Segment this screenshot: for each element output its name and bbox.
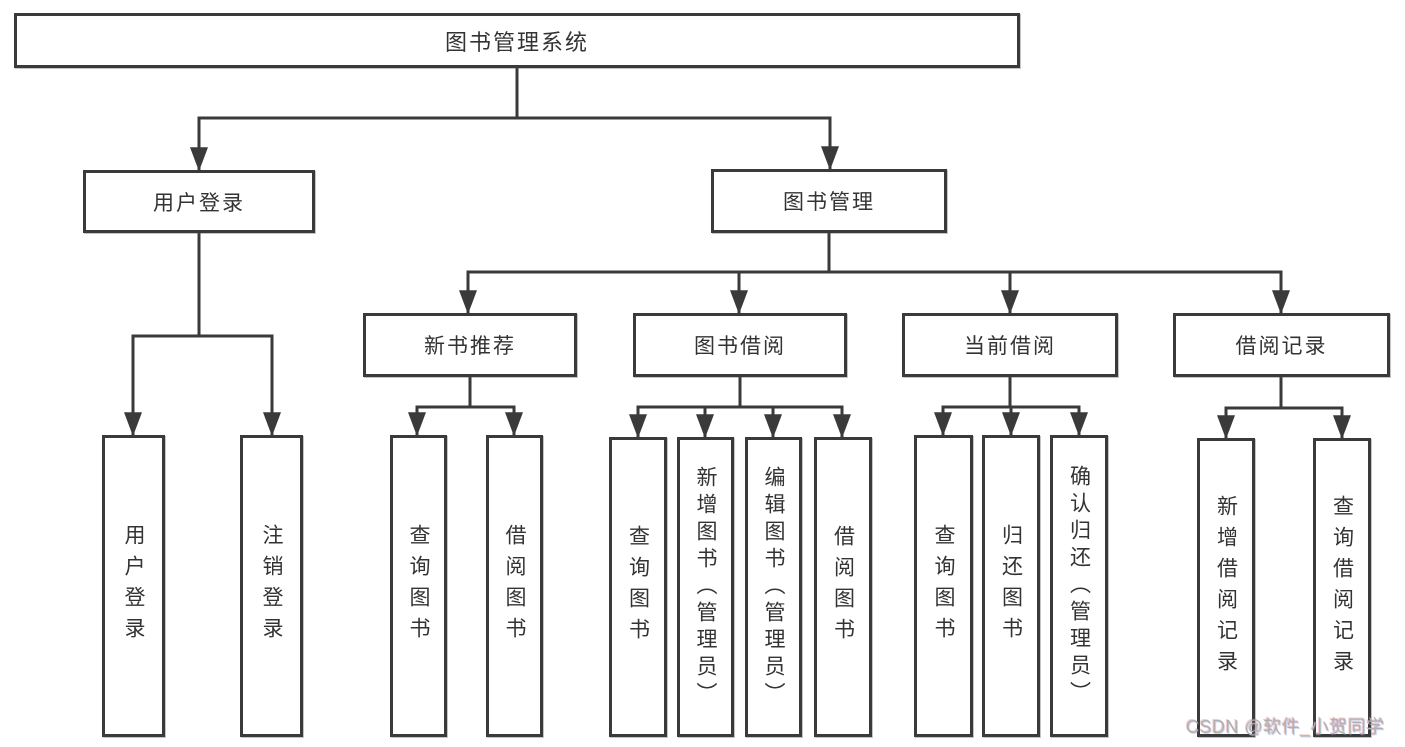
node-newbook-query-books-label: 查询图书 (407, 524, 430, 648)
node-user-login: 用户登录 (83, 170, 315, 233)
node-records-add-record-label: 新增借阅记录 (1214, 494, 1238, 681)
node-book-management-label: 图书管理 (783, 191, 875, 214)
node-user-login-label: 用户登录 (153, 191, 245, 215)
node-current-query-books-label: 查询图书 (932, 524, 955, 648)
node-logout-label: 注销登录 (260, 524, 283, 648)
node-newbook-borrow-books-label: 借阅图书 (503, 524, 526, 648)
node-book-borrow-label: 图书借阅 (694, 335, 786, 358)
node-new-book-recommend: 新书推荐 (363, 313, 577, 377)
node-borrow-add-books-admin: 新增图书（管理员） (677, 437, 734, 737)
node-current-return-books: 归还图书 (982, 435, 1040, 737)
node-current-confirm-return-admin: 确认归还（管理员） (1050, 435, 1108, 737)
node-borrow-edit-books-admin-label: 编辑图书（管理员） (762, 465, 785, 709)
node-current-confirm-return-admin-label: 确认归还（管理员） (1067, 464, 1091, 708)
node-user-login-leaf-label: 用户登录 (122, 524, 145, 648)
node-current-query-books: 查询图书 (914, 435, 973, 737)
node-records-query-record-label: 查询借阅记录 (1330, 494, 1354, 681)
node-user-login-leaf: 用户登录 (102, 435, 165, 737)
node-current-borrow: 当前借阅 (902, 313, 1118, 377)
node-logout: 注销登录 (240, 435, 303, 737)
node-book-management: 图书管理 (711, 169, 947, 233)
node-system: 图书管理系统 (14, 13, 1020, 68)
node-borrow-borrow-books-label: 借阅图书 (831, 525, 855, 649)
node-borrow-query-books-label: 查询图书 (626, 525, 650, 649)
node-borrow-records: 借阅记录 (1173, 313, 1390, 377)
node-current-borrow-label: 当前借阅 (964, 335, 1056, 358)
node-current-return-books-label: 归还图书 (999, 524, 1023, 648)
node-borrow-edit-books-admin: 编辑图书（管理员） (745, 437, 802, 737)
node-new-book-recommend-label: 新书推荐 (424, 335, 516, 358)
node-book-borrow: 图书借阅 (633, 313, 847, 377)
node-borrow-add-books-admin-label: 新增图书（管理员） (694, 465, 717, 709)
node-records-query-record: 查询借阅记录 (1313, 438, 1371, 737)
node-newbook-query-books: 查询图书 (390, 435, 447, 737)
node-borrow-query-books: 查询图书 (609, 437, 667, 737)
node-records-add-record: 新增借阅记录 (1197, 438, 1255, 737)
csdn-watermark: CSDN @软件_小贺同学 (1186, 717, 1385, 737)
node-borrow-records-label: 借阅记录 (1235, 335, 1328, 358)
node-newbook-borrow-books: 借阅图书 (486, 435, 543, 737)
node-borrow-borrow-books: 借阅图书 (814, 437, 872, 737)
node-system-label: 图书管理系统 (444, 29, 589, 55)
